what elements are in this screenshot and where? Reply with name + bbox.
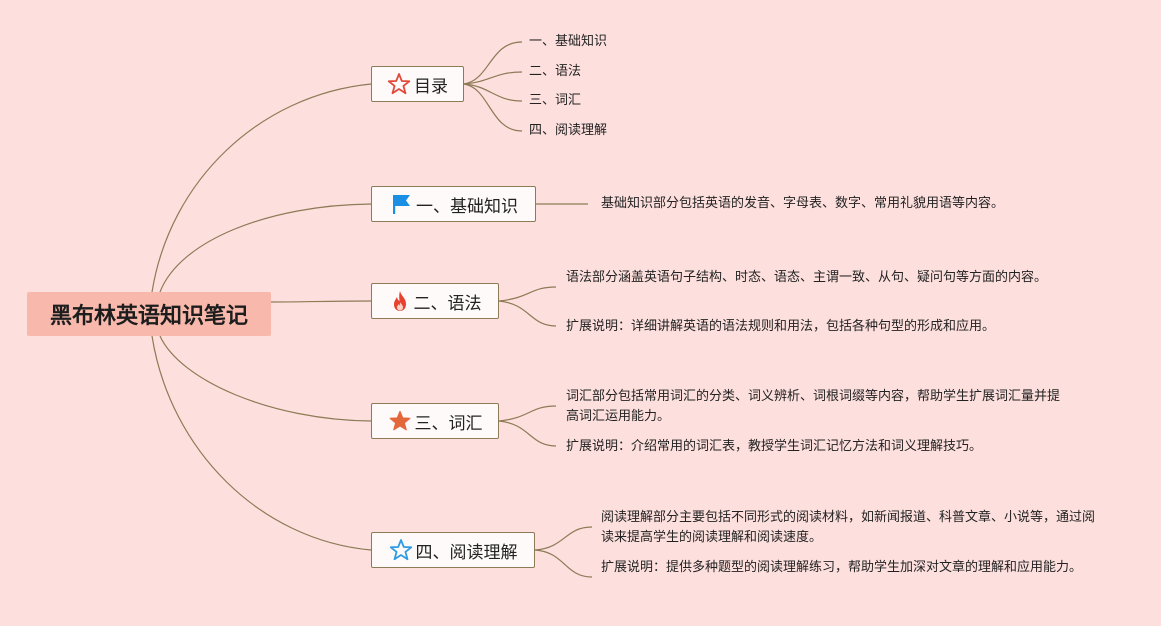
fire-icon <box>389 289 411 313</box>
branch-vocab-label: 三、词汇 <box>414 413 483 434</box>
link-grammar-1 <box>498 286 557 302</box>
root-title: 黑布林英语知识笔记 <box>49 304 248 329</box>
reading-extension[interactable]: 扩展说明：提供多种题型的阅读理解练习，帮助学生加深对文章的理解和应用能力。 <box>601 560 1083 575</box>
branch-reading[interactable]: 四、阅读理解 <box>371 532 535 568</box>
vocab-detail[interactable]: 词汇部分包括常用词汇的分类、词义辨析、词根词缀等内容，帮助学生扩展词汇量并提高词… <box>566 389 1061 424</box>
link-reading-2 <box>534 549 593 578</box>
link-toc-2 <box>463 71 523 85</box>
link-toc-1 <box>463 41 523 85</box>
branch-grammar[interactable]: 二、语法 <box>371 283 499 319</box>
star-filled-icon <box>388 409 412 433</box>
branch-vocab[interactable]: 三、词汇 <box>371 403 499 439</box>
root-topic[interactable]: 黑布林英语知识笔记 <box>27 292 271 336</box>
link-root-basics <box>159 203 372 293</box>
link-vocab-2 <box>498 420 557 447</box>
link-root-reading <box>151 335 372 551</box>
flag-icon <box>389 192 413 216</box>
branch-reading-label: 四、阅读理解 <box>415 542 518 563</box>
vocab-extension[interactable]: 扩展说明：介绍常用的词汇表，教授学生词汇记忆方法和词义理解技巧。 <box>566 439 983 454</box>
link-toc-4 <box>463 83 523 132</box>
reading-detail[interactable]: 阅读理解部分主要包括不同形式的阅读材料，如新闻报道、科普文章、小说等，通过阅读来… <box>601 510 1096 545</box>
toc-item-reading[interactable]: 四、阅读理解 <box>529 123 608 138</box>
grammar-detail[interactable]: 语法部分涵盖英语句子结构、时态、语态、主谓一致、从句、疑问句等方面的内容。 <box>566 270 1048 285</box>
branch-basics-label: 一、基础知识 <box>416 196 518 217</box>
branch-toc[interactable]: 目录 <box>371 66 464 102</box>
link-grammar-2 <box>498 300 557 327</box>
star-blue-outline-icon <box>389 538 413 562</box>
link-toc-3 <box>463 83 523 102</box>
link-root-grammar <box>270 300 372 303</box>
link-root-toc <box>151 83 372 293</box>
branch-basics[interactable]: 一、基础知识 <box>371 186 536 222</box>
toc-item-grammar[interactable]: 二、语法 <box>529 64 582 79</box>
toc-item-basics[interactable]: 一、基础知识 <box>529 34 608 49</box>
grammar-extension[interactable]: 扩展说明：详细讲解英语的语法规则和用法，包括各种句型的形成和应用。 <box>566 319 996 334</box>
link-root-vocab <box>159 335 372 422</box>
branch-grammar-label: 二、语法 <box>413 293 482 314</box>
link-vocab-1 <box>498 405 557 422</box>
link-reading-1 <box>534 526 593 551</box>
toc-item-vocab[interactable]: 三、词汇 <box>529 93 582 108</box>
branch-toc-label: 目录 <box>414 76 448 97</box>
basics-detail[interactable]: 基础知识部分包括英语的发音、字母表、数字、常用礼貌用语等内容。 <box>601 196 1005 211</box>
star-outline-icon <box>387 72 411 96</box>
